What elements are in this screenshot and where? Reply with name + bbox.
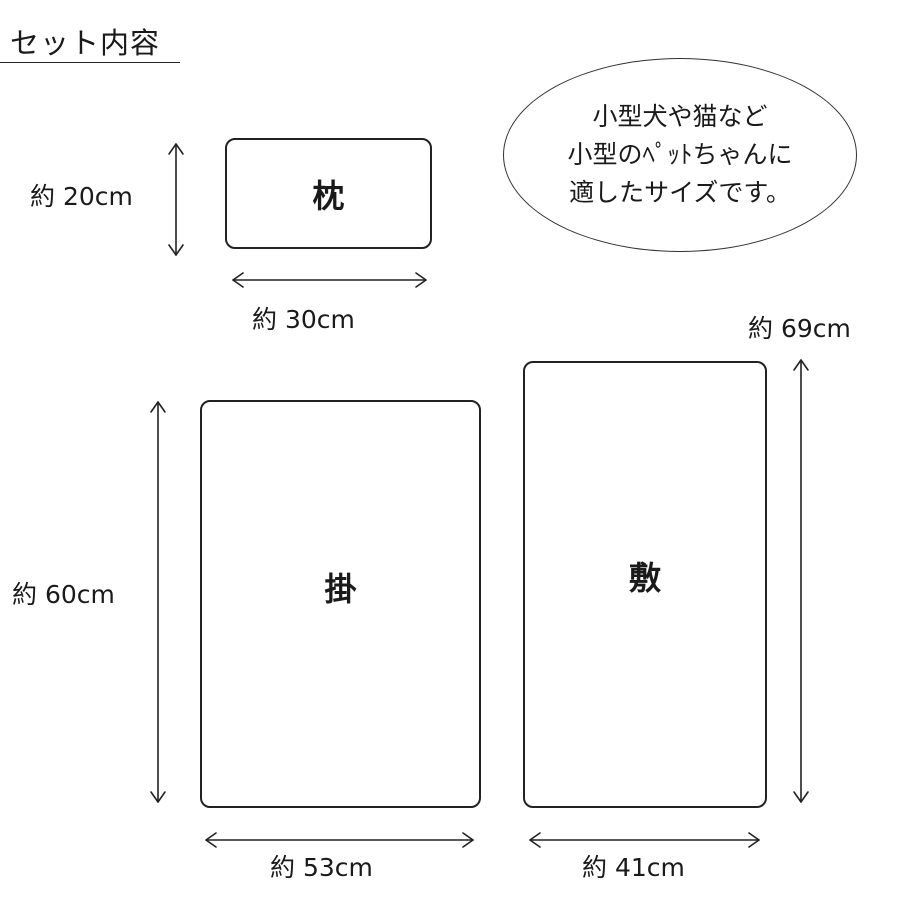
cover-height-arrow: [150, 401, 166, 803]
note-line-2: 小型のﾍﾟｯﾄちゃんに: [567, 140, 793, 169]
title-underline: [0, 62, 180, 63]
mat-width-label: 約 41cm: [582, 853, 685, 882]
pillow-shape: 枕: [225, 138, 432, 249]
mat-height-arrow: [793, 359, 809, 803]
mat-shape: 敷: [523, 361, 767, 808]
cover-width-label: 約 53cm: [270, 853, 373, 882]
cover-shape: 掛: [200, 400, 481, 808]
cover-width-arrow: [205, 832, 474, 848]
pillow-width-arrow: [232, 272, 427, 288]
pillow-width-label: 約 30cm: [252, 305, 355, 334]
mat-width-arrow: [529, 832, 760, 848]
cover-label: 掛: [324, 570, 357, 608]
mat-label: 敷: [628, 559, 661, 597]
cover-height-label: 約 60cm: [12, 580, 115, 609]
pillow-height-arrow: [168, 143, 184, 256]
pillow-label: 枕: [312, 176, 345, 215]
pillow-height-label: 約 20cm: [30, 182, 133, 211]
mat-height-label: 約 69cm: [748, 314, 851, 343]
note-line-1: 小型犬や猫など: [592, 102, 768, 131]
section-title: セット内容: [10, 26, 161, 60]
size-note-bubble: 小型犬や猫など 小型のﾍﾟｯﾄちゃんに 適したサイズです。: [503, 58, 857, 252]
note-line-3: 適したサイズです。: [569, 178, 791, 207]
